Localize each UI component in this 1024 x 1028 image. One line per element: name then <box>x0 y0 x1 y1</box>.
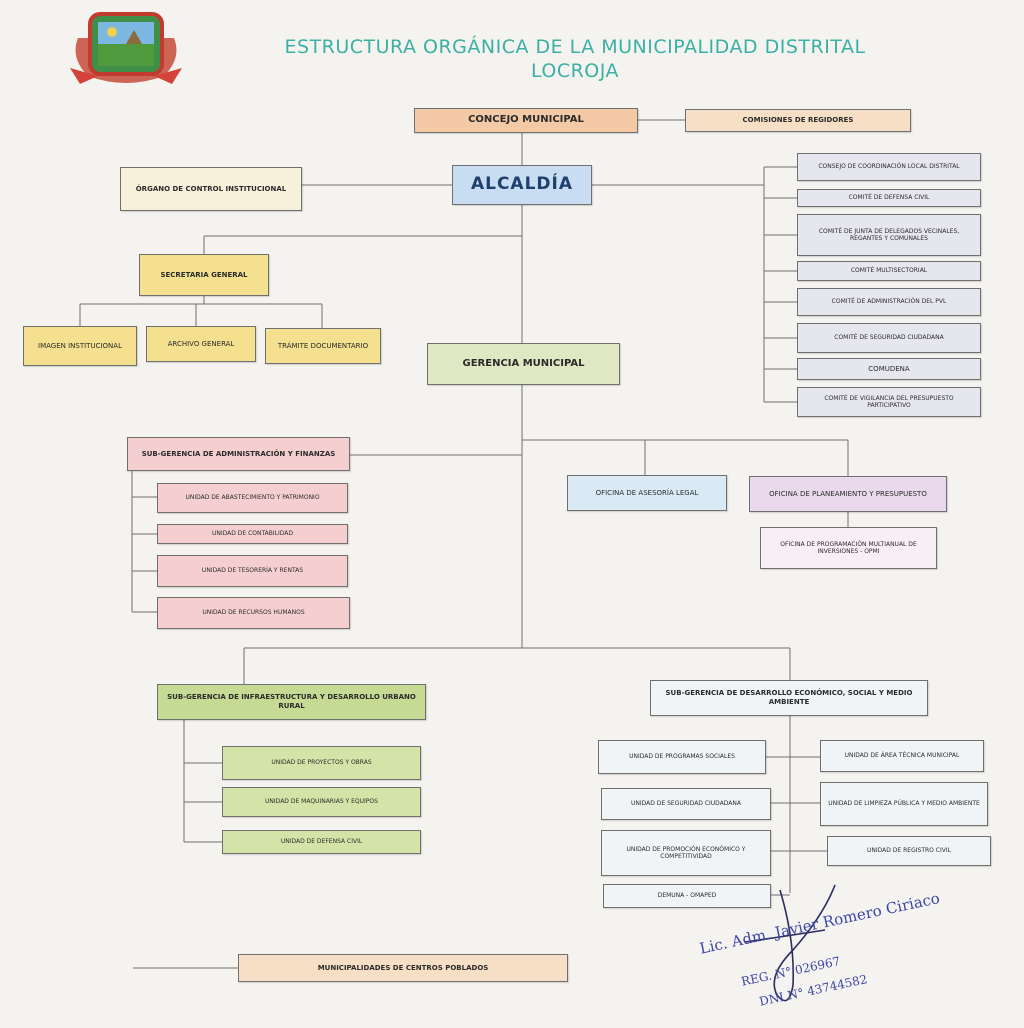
tramite-documentario-box: TRÁMITE DOCUMENTARIO <box>265 328 381 364</box>
unidad-tesoreria-box: UNIDAD DE TESORERÍA Y RENTAS <box>157 555 348 587</box>
unidad-programas-sociales-box: UNIDAD DE PROGRAMAS SOCIALES <box>598 740 766 774</box>
control-institucional-box: ÓRGANO DE CONTROL INSTITUCIONAL <box>120 167 302 211</box>
unidad-defensa-civil-box: UNIDAD DE DEFENSA CIVIL <box>222 830 421 854</box>
comite-box: COMITÉ MULTISECTORIAL <box>797 261 981 281</box>
comite-box: COMITÉ DE SEGURIDAD CIUDADANA <box>797 323 981 353</box>
unidad-promocion-box: UNIDAD DE PROMOCIÓN ECONÓMICO Y COMPETIT… <box>601 830 771 876</box>
secretaria-general-box: SECRETARIA GENERAL <box>139 254 269 296</box>
comite-box: COMITÉ DE JUNTA DE DELEGADOS VECINALES, … <box>797 214 981 256</box>
unidad-seguridad-ciudadana-box: UNIDAD DE SEGURIDAD CIUDADANA <box>601 788 771 820</box>
handwritten-signature <box>744 884 836 1002</box>
alcaldia-box: ALCALDÍA <box>452 165 592 205</box>
concejo-municipal-box: CONCEJO MUNICIPAL <box>414 108 638 133</box>
municipal-coat-of-arms <box>70 12 182 84</box>
chart-title: ESTRUCTURA ORGÁNICA DE LA MUNICIPALIDAD … <box>284 36 866 58</box>
opmi-box: OFICINA DE PROGRAMACIÓN MULTIANUAL DE IN… <box>760 527 937 569</box>
subgerencia-desarrollo-box: SUB-GERENCIA DE DESARROLLO ECONÓMICO, SO… <box>650 680 928 716</box>
unidad-limpieza-box: UNIDAD DE LIMPIEZA PÚBLICA Y MEDIO AMBIE… <box>820 782 988 826</box>
comite-box: COMUDENA <box>797 358 981 380</box>
unidad-registro-civil-box: UNIDAD DE REGISTRO CIVIL <box>827 836 991 866</box>
subgerencia-infraestructura-box: SUB-GERENCIA DE INFRAESTRUCTURA Y DESARR… <box>157 684 426 720</box>
comite-box: COMITÉ DE VIGILANCIA DEL PRESUPUESTO PAR… <box>797 387 981 417</box>
asesoria-legal-box: OFICINA DE ASESORÍA LEGAL <box>567 475 727 511</box>
planeamiento-presupuesto-box: OFICINA DE PLANEAMIENTO Y PRESUPUESTO <box>749 476 947 512</box>
comite-box: COMITÉ DE ADMINISTRACIÓN DEL PVL <box>797 288 981 316</box>
centros-poblados-box: MUNICIPALIDADES DE CENTROS POBLADOS <box>238 954 568 982</box>
unidad-area-tecnica-box: UNIDAD DE ÁREA TÉCNICA MUNICIPAL <box>820 740 984 772</box>
chart-subtitle: LOCROJA <box>530 60 620 82</box>
demuna-omaped-box: DEMUNA - OMAPED <box>603 884 771 908</box>
imagen-institucional-box: IMAGEN INSTITUCIONAL <box>23 326 137 366</box>
unidad-recursos-humanos-box: UNIDAD DE RECURSOS HUMANOS <box>157 597 350 629</box>
unidad-proyectos-box: UNIDAD DE PROYECTOS Y OBRAS <box>222 746 421 780</box>
unidad-maquinarias-box: UNIDAD DE MAQUINARIAS Y EQUIPOS <box>222 787 421 817</box>
comisiones-regidores-box: COMISIONES DE REGIDORES <box>685 109 911 132</box>
archivo-general-box: ARCHIVO GENERAL <box>146 326 256 362</box>
subgerencia-administracion-box: SUB-GERENCIA DE ADMINISTRACIÓN Y FINANZA… <box>127 437 350 471</box>
unidad-abastecimiento-box: UNIDAD DE ABASTECIMIENTO Y PATRIMONIO <box>157 483 348 513</box>
comite-box: COMITÉ DE DEFENSA CIVIL <box>797 189 981 207</box>
comite-box: CONSEJO DE COORDINACIÓN LOCAL DISTRITAL <box>797 153 981 181</box>
gerencia-municipal-box: GERENCIA MUNICIPAL <box>427 343 620 385</box>
unidad-contabilidad-box: UNIDAD DE CONTABILIDAD <box>157 524 348 544</box>
